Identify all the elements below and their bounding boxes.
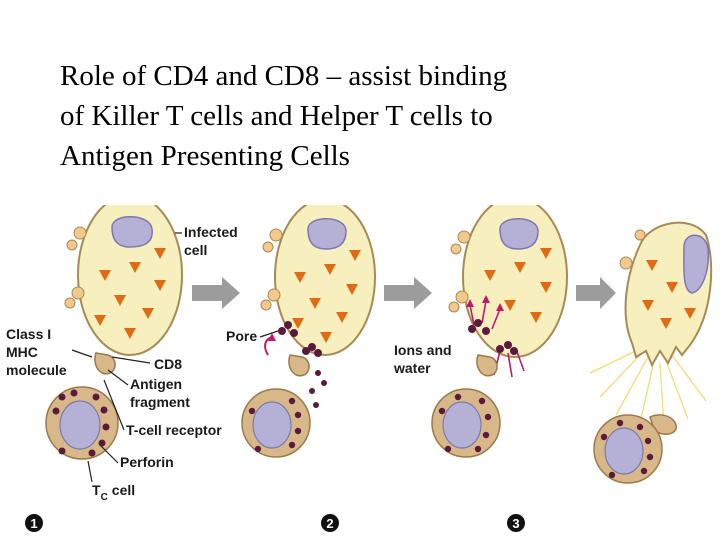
cytotoxic-t-cell-diagram: Infected cell Class I MHC molecule CD8 A… [6,205,713,532]
nucleus-3 [499,218,539,250]
process-arrow-1 [192,277,240,309]
mhc-knobs-4 [619,229,646,270]
step-badge-2: 2 [321,514,339,532]
pore-label: Pore [226,328,257,344]
svg-text:3: 3 [512,516,519,531]
step-badge-3: 3 [507,514,525,532]
tc-nucleus-1 [59,400,101,450]
panel-1: Infected cell Class I MHC molecule CD8 A… [6,205,238,532]
perforin-granules-3 [438,393,492,453]
infected-cell-label-line-2: cell [184,242,207,258]
class-mhc-label-line-1: Class I [6,326,51,342]
cd8-label: CD8 [154,356,182,372]
nucleus-2 [307,218,347,250]
panel-3: Ions and water 3 [393,205,568,532]
mhc-knobs-1 [64,226,87,309]
perforin-pores-2 [278,321,327,408]
t-cell-stalk-3 [476,354,498,377]
ions-water-label-line-2: water [393,360,431,376]
infected-cell-3 [462,205,568,358]
step-badge-1: 1 [25,514,43,532]
t-cell-receptor-label: T-cell receptor [126,422,222,438]
infected-cell-label-line-1: Infected [184,224,238,240]
panel-2: Pore 2 [226,205,376,532]
title-line-2: of Killer T cells and Helper T cells to [60,100,493,132]
infected-cell-2 [274,205,376,356]
perforin-granules-2 [248,397,302,453]
t-cell-stalk-2 [288,354,310,377]
nucleus-1 [111,216,153,248]
rupture-lines-4 [589,350,707,428]
tc-nucleus-4 [604,427,644,475]
perforin-granules-1 [52,389,110,457]
svg-text:1: 1 [30,516,37,531]
process-arrow-2 [384,277,432,309]
ions-water-label-line-1: Ions and [394,342,452,358]
mhc-knobs-3 [448,230,471,313]
antigen-fragment-label-line-1: Antigen [130,376,182,392]
panel-4 [589,221,713,484]
perforin-label: Perforin [120,454,174,470]
antigen-fragment-label-line-2: fragment [130,394,190,410]
tc-nucleus-2 [252,401,292,449]
title-line-1: Role of CD4 and CD8 – assist binding [60,60,508,92]
class-mhc-label-line-3: molecule [6,362,67,378]
tc-nucleus-3 [442,401,482,449]
class-mhc-label-line-2: MHC [6,344,38,360]
process-arrow-3 [576,277,616,309]
ion-arrows-3 [469,300,525,378]
mhc-knobs-2 [260,228,283,311]
perforin-granules-4 [600,419,654,479]
t-cell-stalk-1 [94,352,116,375]
title-line-3: Antigen Presenting Cells [60,140,350,172]
svg-text:2: 2 [326,516,333,531]
slide-title: Role of CD4 and CD8 – assist binding of … [60,56,680,176]
perforin-pores-3 [468,319,518,355]
nucleus-4 [683,234,710,294]
